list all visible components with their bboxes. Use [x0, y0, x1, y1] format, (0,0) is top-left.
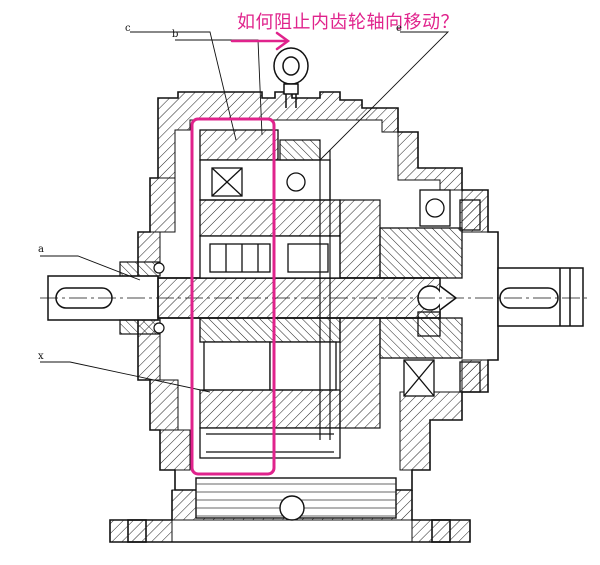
label-a: a	[38, 244, 44, 255]
label-c: c	[125, 23, 131, 34]
output-shaft	[497, 267, 584, 327]
output-housing	[379, 189, 481, 397]
label-x: x	[38, 351, 44, 362]
highlight-rectangle	[190, 117, 276, 476]
input-seal	[119, 261, 165, 335]
label-b: b	[172, 29, 179, 40]
internal-gear-assembly	[199, 129, 341, 459]
oil-sump	[195, 477, 397, 521]
label-e: e	[396, 23, 402, 34]
right-arrow-icon	[230, 31, 291, 51]
pin-wheel	[279, 139, 381, 440]
annotation-question: 如何阻止内齿轮轴向移动？	[237, 12, 459, 33]
lifting-eye-bolt	[273, 47, 309, 108]
